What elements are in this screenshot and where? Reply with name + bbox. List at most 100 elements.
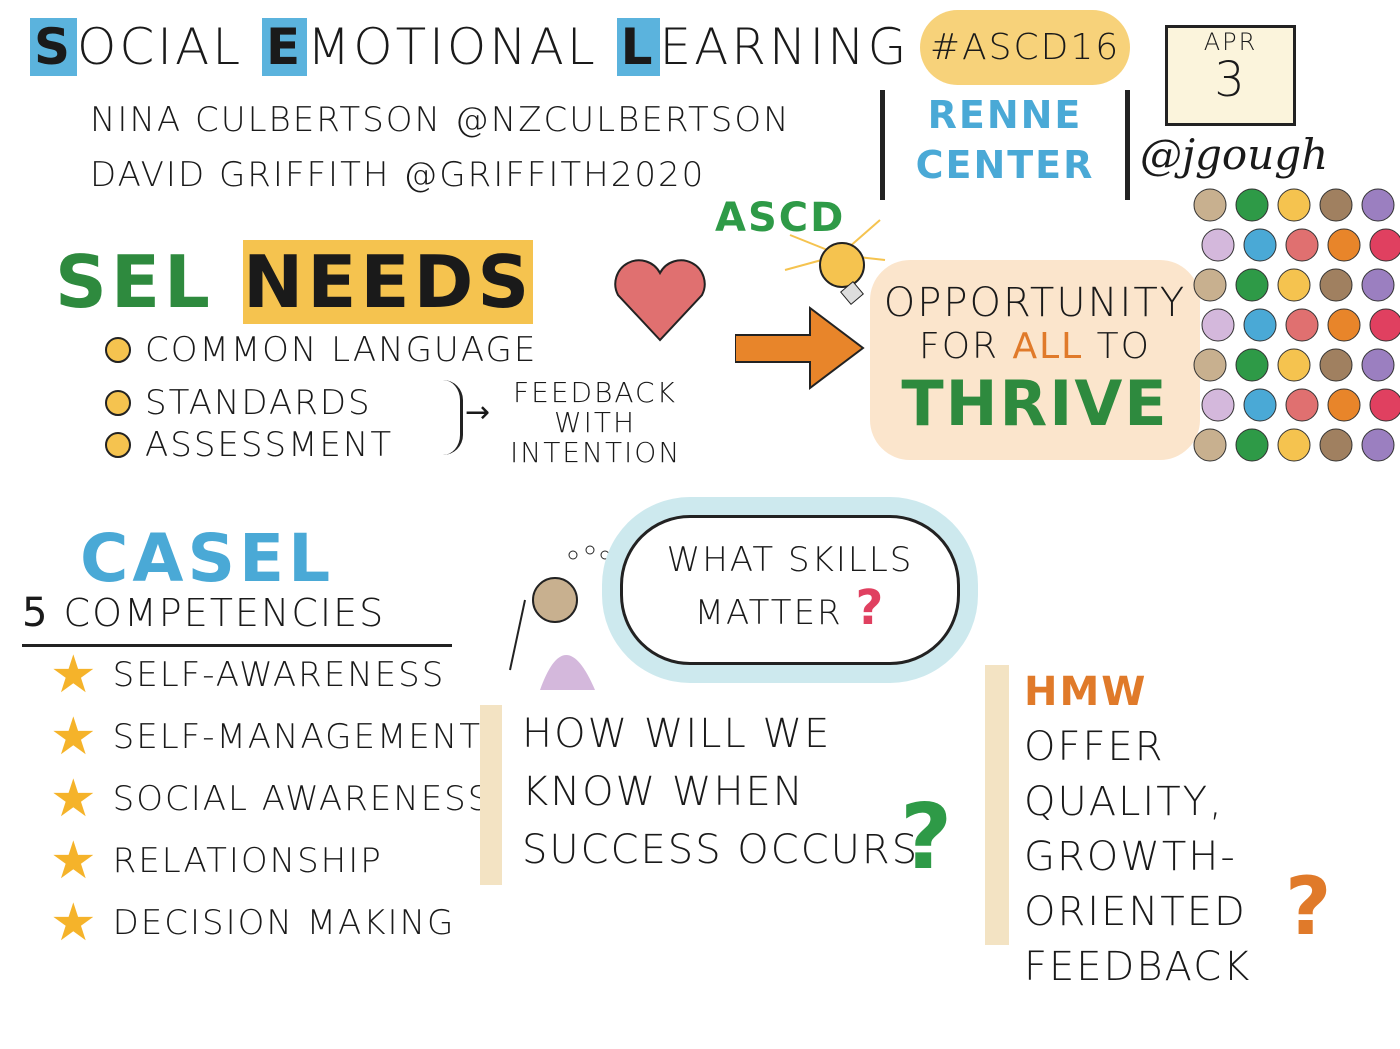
competencies-heading: 5 Competencies (22, 590, 452, 647)
hmw-question: HMW offer quality, growth-oriented Feedb… (985, 665, 1400, 990)
person-head (1327, 228, 1361, 262)
person-head (1361, 348, 1395, 382)
bullet-icon (105, 337, 131, 363)
lightbulb-icon (784, 219, 886, 305)
title-letter: E (261, 18, 308, 76)
need-item: Assessment (105, 425, 393, 465)
person-head (1285, 228, 1319, 262)
title-word: motional (307, 18, 617, 76)
feedback-note: Feedback with intention (510, 376, 682, 469)
hmw-line: HMW (1024, 669, 1148, 715)
star-icon: ★ (50, 769, 99, 829)
person-head (1235, 268, 1269, 302)
text: for (918, 326, 1013, 367)
need-item: Common Language (105, 330, 537, 370)
person-head (1193, 428, 1227, 462)
heart-icon (614, 259, 706, 342)
success-line: Success occurs (522, 827, 920, 873)
date-month: Apr (1203, 28, 1258, 56)
thrive-text: Thrive (901, 367, 1169, 440)
page-title: Social Emotional Learning (30, 18, 909, 76)
competency-label: Social Awareness (112, 779, 492, 819)
person-head (1369, 308, 1400, 342)
question-mark-icon: ? (900, 785, 953, 890)
person-head (1277, 188, 1311, 222)
person-head (1361, 428, 1395, 462)
success-line: Know when (522, 769, 805, 815)
star-icon: ★ (50, 645, 99, 705)
person-head (1327, 308, 1361, 342)
person-head (1369, 388, 1400, 422)
hmw-line: quality, (1024, 779, 1224, 825)
person-head (1243, 308, 1277, 342)
competency-label: Relationship (112, 841, 383, 881)
competency-item: ★Self-Management (50, 711, 482, 763)
person-head (1193, 348, 1227, 382)
arrow-icon: → (465, 395, 491, 430)
sel-needs-title-b: Needs (242, 240, 534, 324)
brace (430, 380, 463, 455)
title-letter: S (30, 18, 78, 76)
person-head (1327, 388, 1361, 422)
person-head (1193, 268, 1227, 302)
bullet-icon (105, 432, 131, 458)
person-head (1285, 388, 1319, 422)
people-crowd-icon (1193, 188, 1400, 462)
star-icon: ★ (50, 893, 99, 953)
competency-item: ★ Social Awareness (50, 769, 492, 829)
title-word: ocial (77, 18, 262, 76)
person-head (1243, 228, 1277, 262)
opportunity-line: for All to (870, 326, 1200, 367)
competency-item: ★ Relationship (50, 831, 383, 891)
text: to (1083, 326, 1152, 367)
opportunity-panel: Opportunity for All to Thrive (870, 260, 1200, 460)
person-head (1243, 388, 1277, 422)
date-day: 3 (1214, 52, 1247, 108)
title-letter: L (616, 18, 660, 76)
person-head (1277, 428, 1311, 462)
competency-label: Self-Management (112, 717, 482, 757)
opportunity-line: Opportunity (883, 280, 1187, 326)
person-head (1285, 308, 1319, 342)
thought-bubble: What skills matter ? (620, 515, 960, 665)
person-head (1319, 268, 1353, 302)
success-question: How will we Know when Success occurs (480, 705, 982, 885)
need-label: Assessment (145, 425, 394, 465)
competency-item: ★ Decision Making (50, 893, 456, 953)
person-head (1277, 348, 1311, 382)
hmw-line: Feedback (1024, 944, 1252, 990)
bullet-icon (105, 390, 131, 416)
sel-needs-title: SEL Needs (55, 240, 534, 324)
ascd-label: ASCD (715, 195, 846, 241)
sel-needs-title-a: SEL (55, 240, 243, 324)
star-icon: ★ (50, 831, 99, 891)
competency-count: 5 (22, 590, 50, 636)
artist-signature: @jgough (1140, 130, 1329, 179)
person-head (1201, 388, 1235, 422)
need-label: Standards (145, 383, 372, 423)
need-item: Standards (105, 383, 372, 423)
person-head (1201, 308, 1235, 342)
person-head (1235, 188, 1269, 222)
thinking-person-icon (509, 545, 610, 690)
competency-label: Self-Awareness (112, 655, 446, 695)
presenter-2: David Griffith @Griffith2020 (90, 155, 706, 195)
hashtag: #ASCD16 (920, 10, 1130, 85)
thought-line: matter (694, 593, 843, 633)
person-head (1193, 188, 1227, 222)
need-label: Common Language (145, 330, 538, 370)
casel-title: CASEL (80, 520, 335, 597)
competency-item: ★ Self-Awareness (50, 645, 446, 705)
question-mark-icon: ? (855, 580, 886, 636)
person-head (1277, 268, 1311, 302)
competency-label: Decision Making (112, 903, 456, 943)
hmw-line: growth-oriented (1024, 834, 1247, 935)
person-head (1201, 228, 1235, 262)
venue-line: Renne (927, 93, 1083, 137)
question-mark-icon: ? (1285, 860, 1332, 953)
person-head (1319, 348, 1353, 382)
person-head (1319, 188, 1353, 222)
big-arrow-icon (735, 305, 865, 390)
venue-line: Center (915, 143, 1095, 187)
person-head (1361, 188, 1395, 222)
